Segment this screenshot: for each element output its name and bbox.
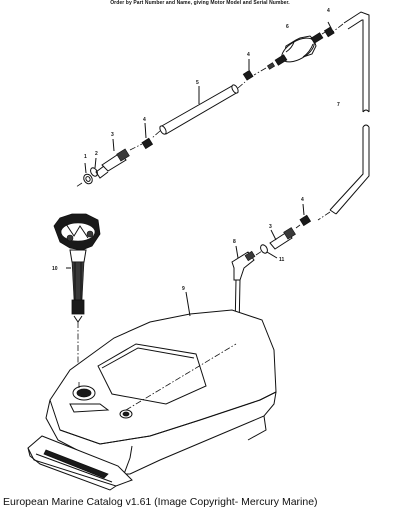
- hose-clamp-part-4-upper: [323, 21, 335, 38]
- fuel-tank-part-9: [27, 291, 277, 491]
- fuel-connector-part-3-tank: [269, 224, 301, 250]
- callout-7: 7: [337, 102, 340, 108]
- hose-clamp-part-4-lower: [299, 203, 312, 227]
- fuel-hose-part-7: [317, 11, 370, 221]
- callout-9: 9: [182, 286, 185, 292]
- callout-4-mid: 4: [247, 52, 250, 58]
- callout-2: 2: [95, 151, 98, 157]
- fuel-gauge-part-10: [53, 213, 101, 382]
- callout-10: 10: [52, 266, 58, 272]
- callout-4-left: 4: [143, 117, 146, 123]
- callout-3-left: 3: [111, 132, 114, 138]
- order-instructions-text: Order by Part Number and Name, giving Mo…: [110, 0, 290, 6]
- callout-1: 1: [84, 154, 87, 160]
- fuel-hose-part-5: [151, 81, 246, 139]
- hose-clamp-part-4-left: [141, 122, 154, 150]
- callout-3-tank: 3: [269, 224, 272, 230]
- o-ring-part-2: [90, 157, 98, 177]
- retainer-part-1: [75, 162, 93, 188]
- callout-8: 8: [233, 239, 236, 245]
- fuel-connector-part-3-left: [95, 138, 143, 179]
- hose-clamp-part-4-mid: [242, 59, 254, 81]
- callout-5: 5: [196, 80, 199, 86]
- callout-11: 11: [279, 257, 285, 263]
- callout-6: 6: [286, 24, 289, 30]
- callout-labels: 1 2 3 4 5 4 6 4 7 4 3 11 8 10 9: [52, 8, 340, 292]
- primer-bulb-part-6: [253, 27, 333, 76]
- callout-4-lower: 4: [301, 197, 304, 203]
- callout-4-top: 4: [327, 8, 330, 14]
- catalog-caption: European Marine Catalog v1.61 (Image Cop…: [3, 496, 318, 508]
- o-ring-part-11: [260, 244, 278, 259]
